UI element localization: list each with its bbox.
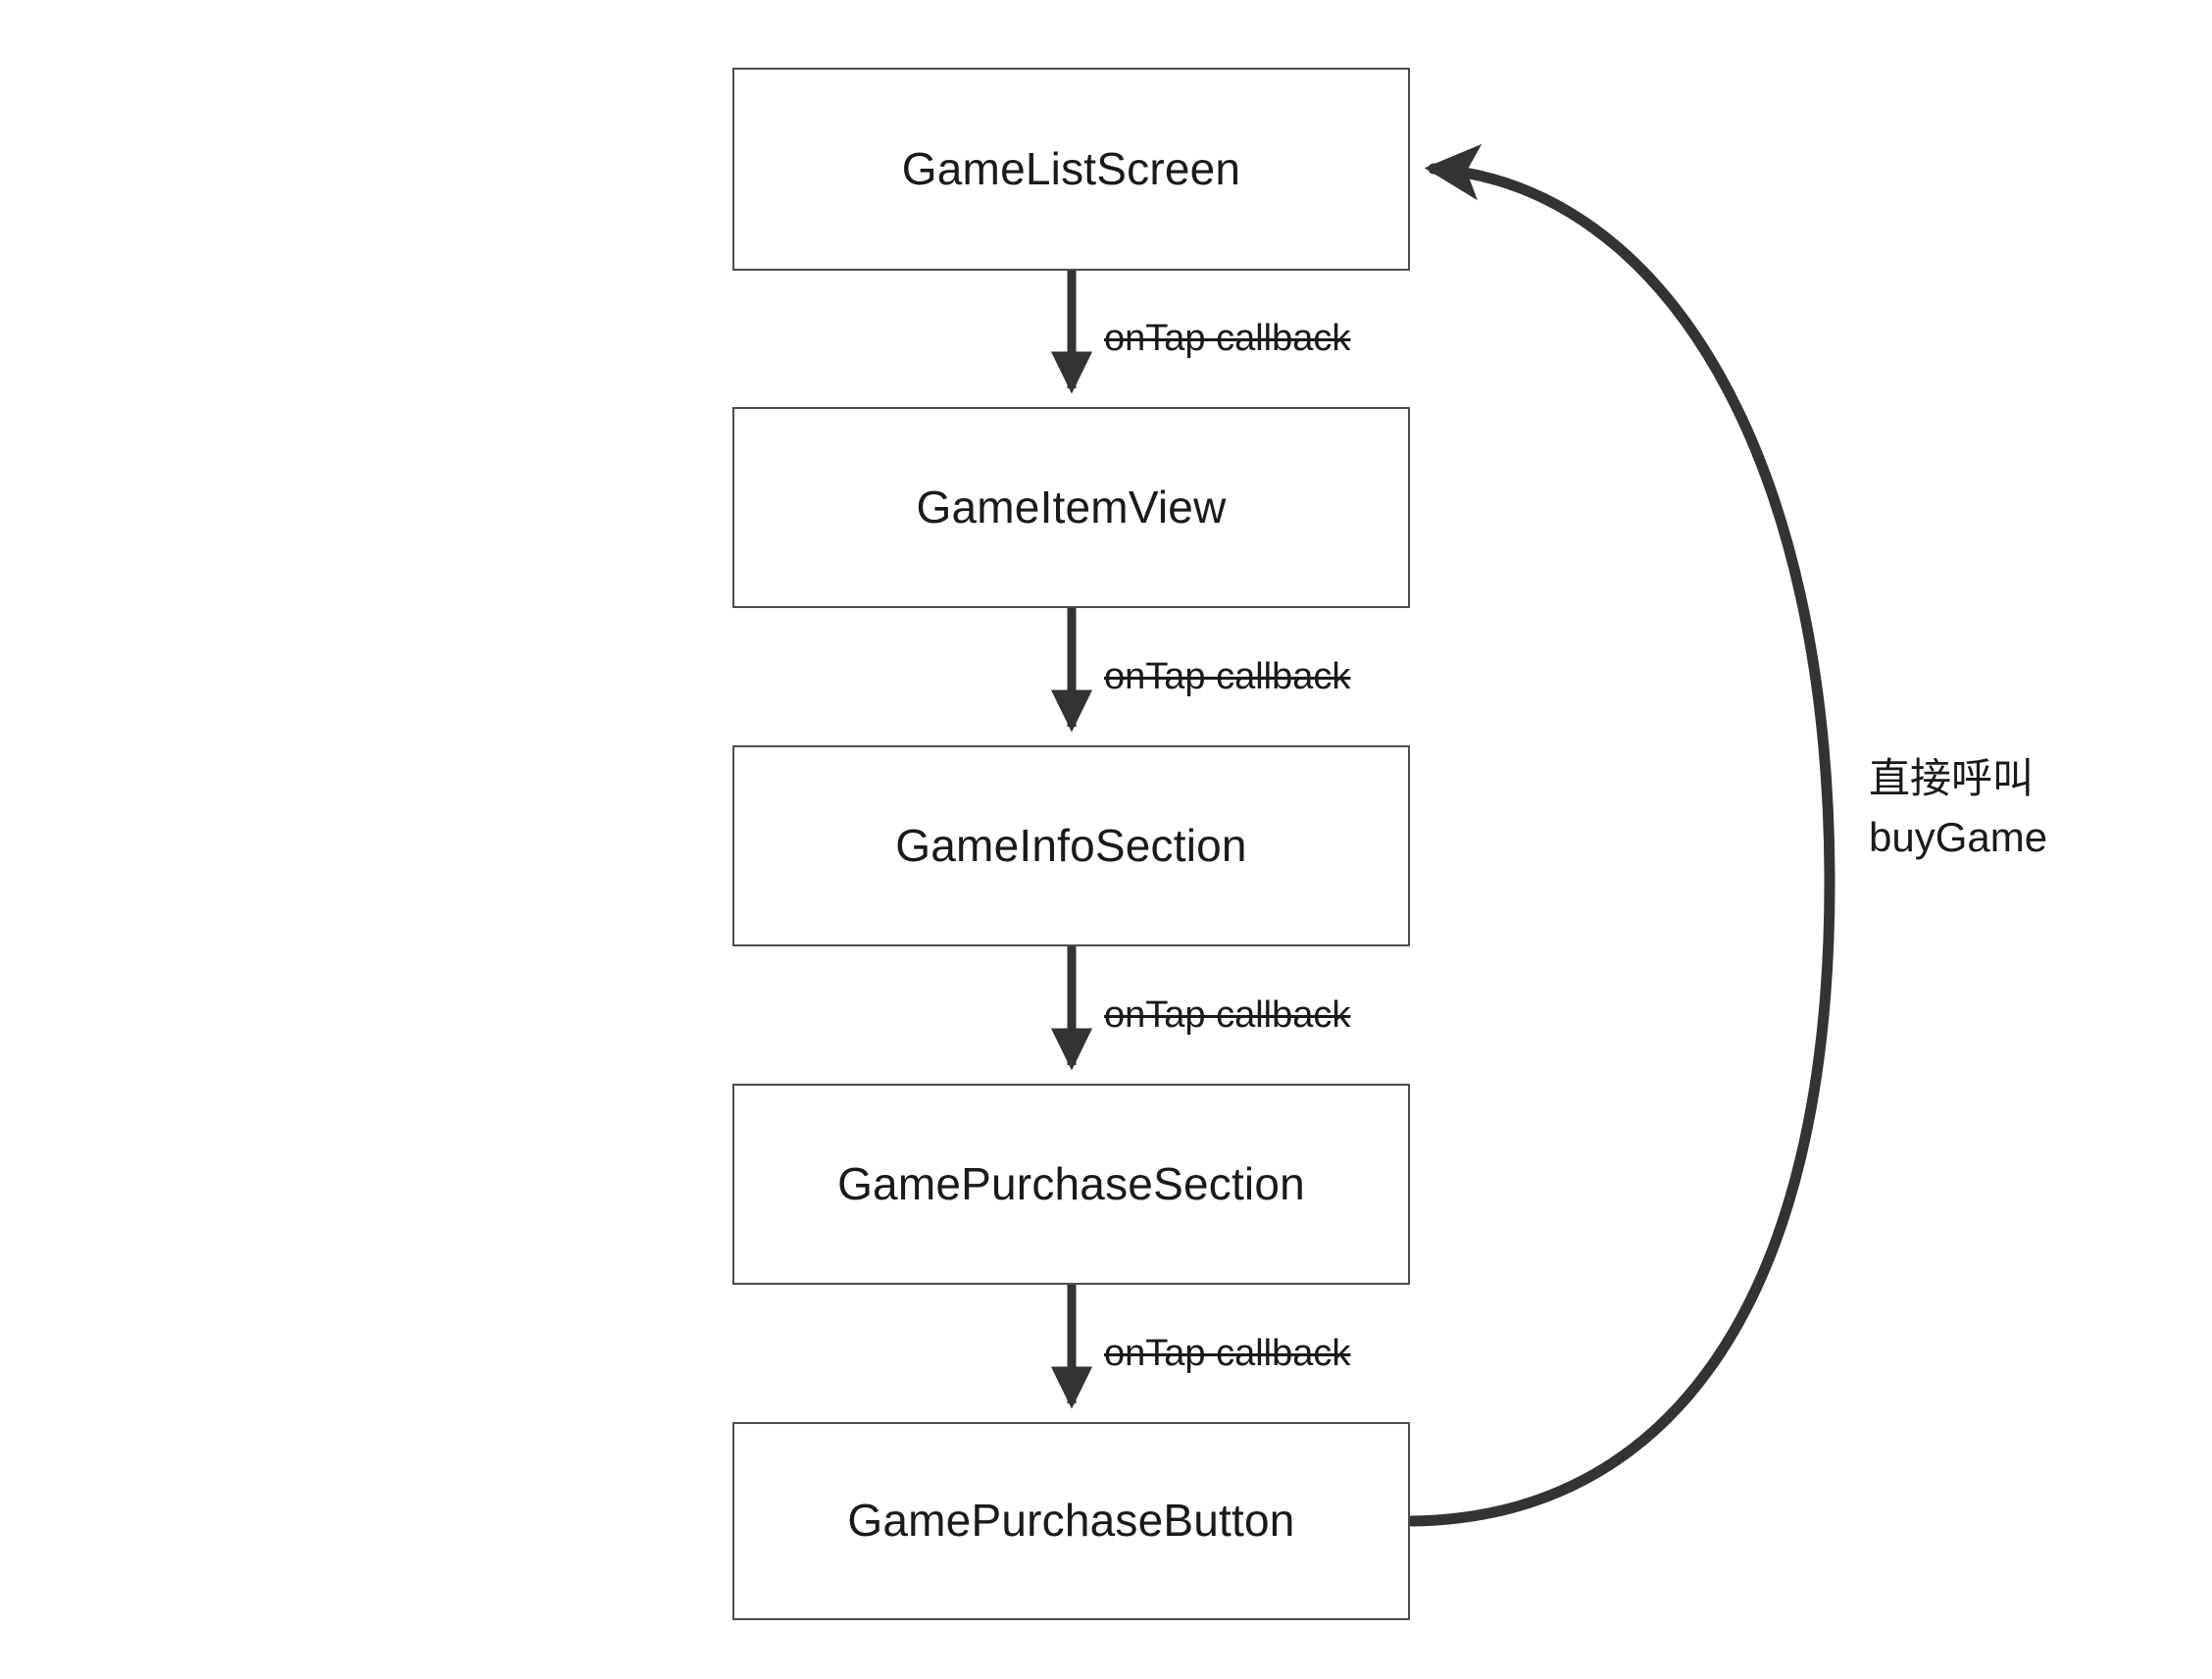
node-label-game-purchase-button: GamePurchaseButton	[847, 1495, 1295, 1547]
node-game-item-view[interactable]: GameItemView	[732, 407, 1410, 608]
edge-label-1: onTap callback	[1104, 318, 1351, 359]
node-label-game-purchase-section: GamePurchaseSection	[837, 1157, 1305, 1209]
edge-label-2: onTap callback	[1104, 656, 1351, 697]
edge-label-direct-call-line2: buyGame	[1869, 814, 2048, 860]
node-label-game-list-screen: GameListScreen	[901, 142, 1241, 194]
node-game-purchase-section[interactable]: GamePurchaseSection	[732, 1084, 1410, 1285]
node-label-game-info-section: GameInfoSection	[895, 819, 1247, 871]
node-game-info-section[interactable]: GameInfoSection	[732, 745, 1410, 946]
node-game-purchase-button[interactable]: GamePurchaseButton	[732, 1422, 1410, 1620]
edge-arrow-feedback-curved	[1406, 143, 1835, 1527]
edge-label-3: onTap callback	[1104, 994, 1351, 1036]
node-game-list-screen[interactable]: GameListScreen	[732, 68, 1410, 271]
edge-label-4: onTap callback	[1104, 1333, 1351, 1374]
edge-label-direct-call-line1: 直接呼叫	[1869, 755, 2035, 801]
node-label-game-item-view: GameItemView	[916, 481, 1227, 533]
